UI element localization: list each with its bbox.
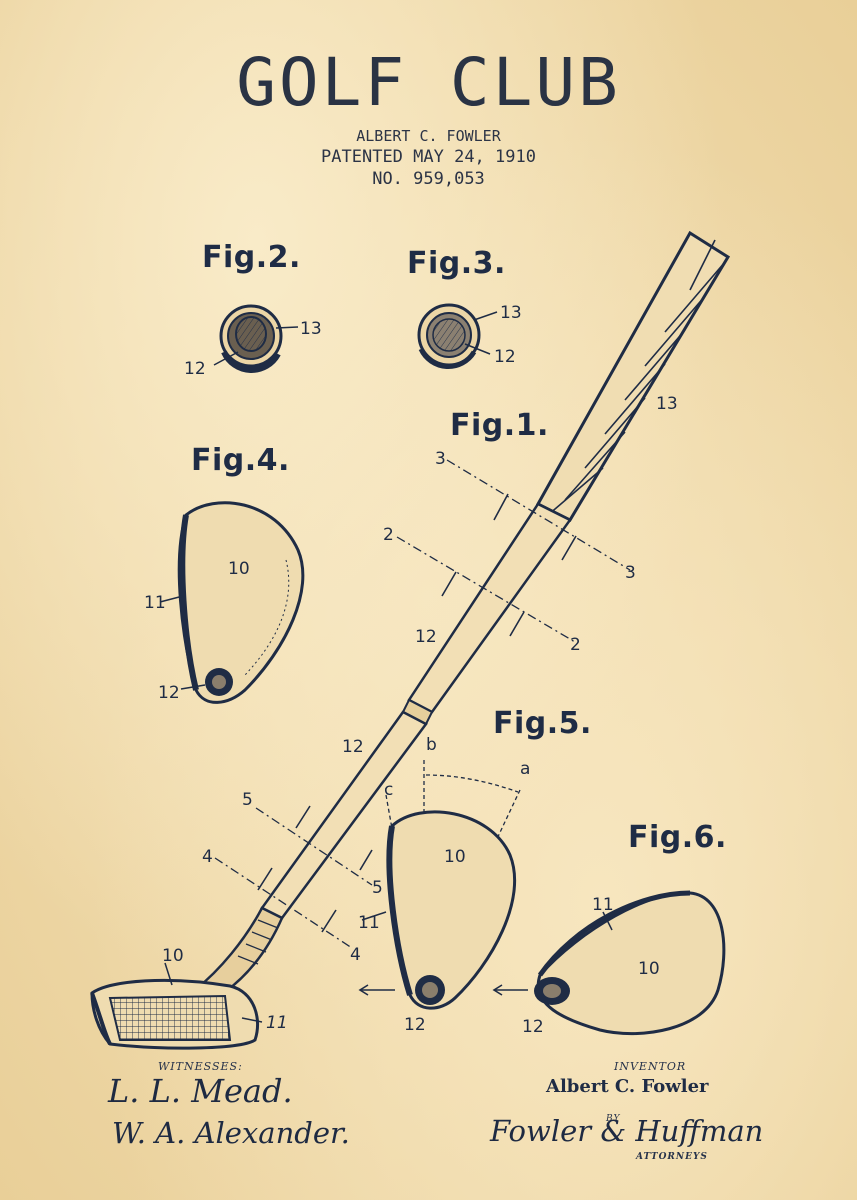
svg-text:10: 10 [444,847,466,867]
reference-numerals: 13 12 13 12 13 3 3 2 2 12 10 11 12 12 b … [144,303,678,1037]
svg-text:11: 11 [358,913,380,933]
page-title: GOLF CLUB [236,44,621,121]
svg-text:12: 12 [158,683,180,703]
svg-text:a: a [520,759,530,779]
svg-text:5: 5 [372,878,383,898]
fig4-label: Fig.4. [191,443,290,478]
svg-text:12: 12 [184,359,206,379]
attorneys-label: ATTORNEYS [636,1152,708,1162]
svg-text:4: 4 [350,945,361,965]
section-arrows [257,493,577,996]
fig6-label: Fig.6. [628,820,727,855]
fig3-cross-section [417,303,498,370]
fig2-cross-section [213,304,299,373]
witness-1-signature: L. L. Mead. [108,1072,293,1110]
fig4-club-head [159,501,305,704]
svg-text:4: 4 [202,847,213,867]
svg-text:2: 2 [383,525,394,545]
fig1-label: Fig.1. [450,408,549,443]
svg-text:5: 5 [242,790,253,810]
inventor-label: INVENTOR [614,1060,687,1073]
svg-text:c: c [384,780,393,800]
svg-text:10: 10 [228,559,250,579]
patent-number-line: NO. 959,053 [372,169,485,189]
svg-text:12: 12 [404,1015,426,1035]
fig2-label: Fig.2. [202,240,301,275]
inventor-line: ALBERT C. FOWLER [356,127,501,145]
fig5-label: Fig.5. [493,706,592,741]
svg-text:11: 11 [266,1013,288,1033]
fig1-club [90,230,731,1050]
witness-2-signature: W. A. Alexander. [112,1116,350,1150]
svg-text:12: 12 [342,737,364,757]
by-label: BY [606,1114,621,1124]
svg-text:3: 3 [625,563,636,583]
svg-text:3: 3 [435,449,446,469]
svg-text:11: 11 [144,593,166,613]
fig3-label: Fig.3. [407,246,506,281]
attorney-signature: Fowler & Huffman [490,1114,764,1148]
svg-text:12: 12 [522,1017,544,1037]
svg-text:2: 2 [570,635,581,655]
svg-text:11: 11 [592,895,614,915]
svg-text:b: b [426,735,437,755]
fig5-club-head [361,810,516,1010]
svg-text:13: 13 [656,394,678,414]
svg-text:10: 10 [638,959,660,979]
svg-text:13: 13 [300,319,322,339]
svg-text:12: 12 [415,627,437,647]
svg-text:13: 13 [500,303,522,323]
witnesses-label: WITNESSES: [158,1060,243,1073]
svg-text:12: 12 [494,347,516,367]
fig6-club-head [534,890,726,1036]
svg-text:10: 10 [162,946,184,966]
inventor-name: Albert C. Fowler [546,1076,709,1097]
patented-date-line: PATENTED MAY 24, 1910 [321,147,536,167]
